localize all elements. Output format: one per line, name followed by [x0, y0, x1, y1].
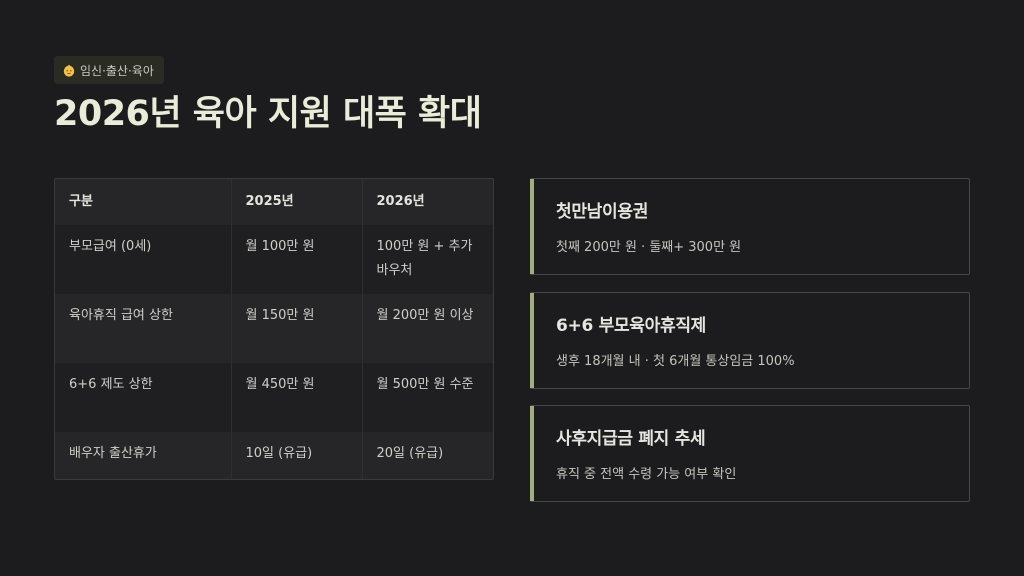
cell-2025: 10일 (유급)	[231, 432, 363, 479]
cell-category: 배우자 출산휴가	[55, 432, 232, 479]
cell-category: 육아휴직 급여 상한	[55, 294, 232, 363]
card-desc: 휴직 중 전액 수령 가능 여부 확인	[556, 467, 737, 482]
cell-2026: 20일 (유급)	[362, 432, 493, 479]
cell-category: 6+6 제도 상한	[55, 363, 232, 432]
header-category: 구분	[55, 179, 232, 225]
card-desc: 첫째 200만 원 · 둘째+ 300만 원	[556, 240, 742, 255]
header-2026: 2026년	[362, 179, 493, 225]
cell-2026: 월 500만 원 수준	[362, 363, 493, 432]
table-row: 배우자 출산휴가 10일 (유급) 20일 (유급)	[55, 432, 493, 479]
header-2025: 2025년	[231, 179, 363, 225]
table-row: 육아휴직 급여 상한 월 150만 원 월 200만 원 이상	[55, 294, 493, 363]
table-row: 6+6 제도 상한 월 450만 원 월 500만 원 수준	[55, 363, 493, 432]
cell-2025: 월 100만 원	[231, 225, 363, 294]
cell-2026: 100만 원 + 추가 바우처	[362, 225, 493, 294]
accent-bar	[530, 179, 534, 274]
accent-bar	[530, 406, 534, 501]
cell-2026: 월 200만 원 이상	[362, 294, 493, 363]
baby-face-icon	[63, 64, 75, 77]
comparison-table: 구분 2025년 2026년 부모급여 (0세) 월 100만 원 100만 원…	[54, 178, 494, 480]
cell-2025: 월 450만 원	[231, 363, 363, 432]
info-card-6plus6-leave: 6+6 부모육아휴직제 생후 18개월 내 · 첫 6개월 통상임금 100%	[530, 292, 970, 389]
cell-2025: 월 150만 원	[231, 294, 363, 363]
table-header-row: 구분 2025년 2026년	[55, 179, 493, 225]
badge-label: 임신·출산·육아	[80, 63, 154, 78]
accent-bar	[530, 293, 534, 388]
card-desc: 생후 18개월 내 · 첫 6개월 통상임금 100%	[556, 354, 795, 369]
card-title: 6+6 부모육아휴직제	[556, 316, 706, 336]
card-title: 사후지급금 폐지 추세	[556, 429, 706, 449]
info-card-deferred-payment: 사후지급금 폐지 추세 휴직 중 전액 수령 가능 여부 확인	[530, 405, 970, 502]
cell-category: 부모급여 (0세)	[55, 225, 232, 294]
category-badge: 임신·출산·육아	[54, 56, 164, 84]
info-card-first-meeting-voucher: 첫만남이용권 첫째 200만 원 · 둘째+ 300만 원	[530, 178, 970, 275]
page-title: 2026년 육아 지원 대폭 확대	[54, 94, 482, 134]
card-title: 첫만남이용권	[556, 202, 649, 222]
table-row: 부모급여 (0세) 월 100만 원 100만 원 + 추가 바우처	[55, 225, 493, 294]
